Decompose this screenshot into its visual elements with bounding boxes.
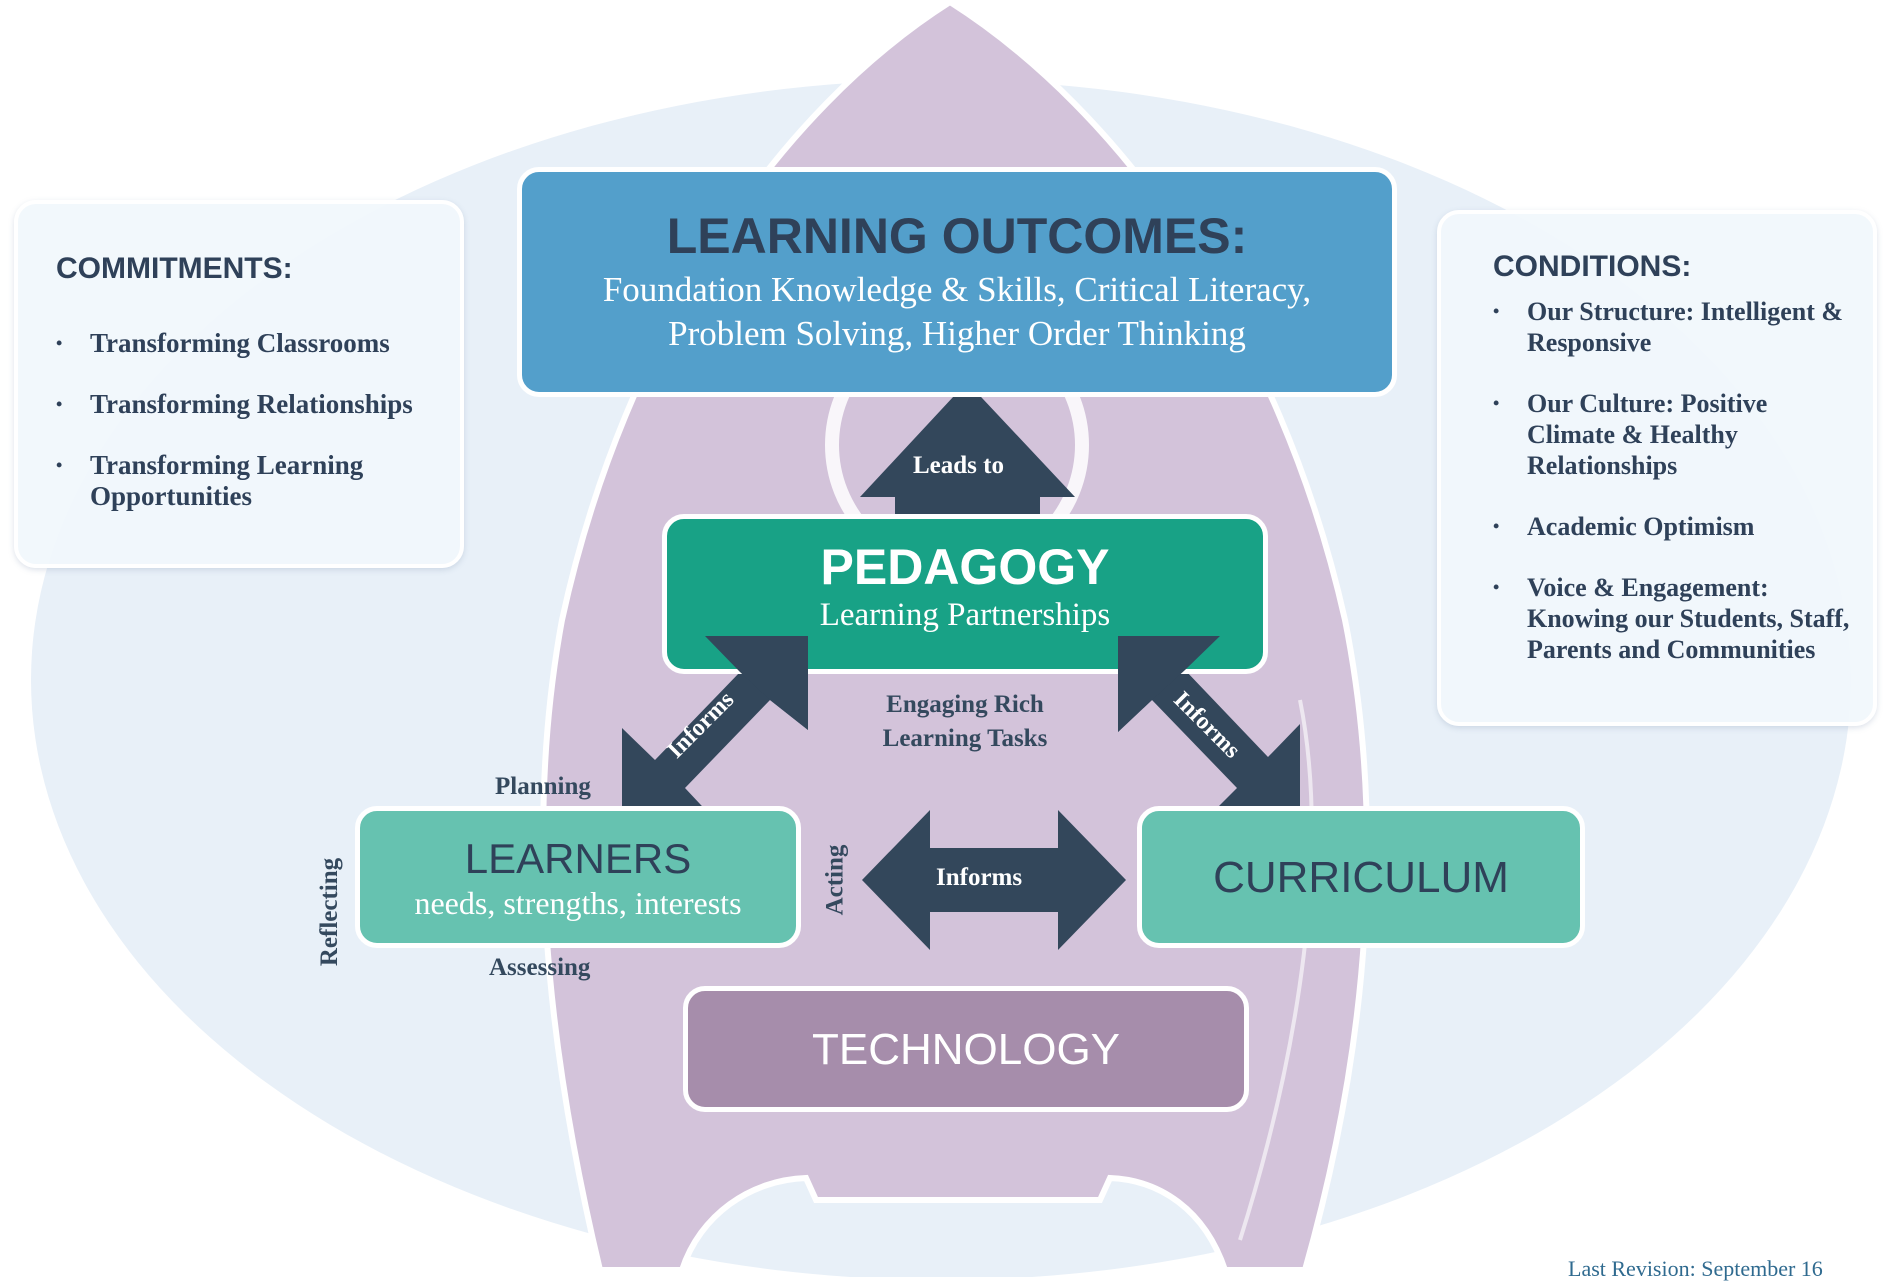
pedagogy-subtitle: Learning Partnerships (819, 597, 1111, 633)
conditions-list: Our Structure: Intelligent & Responsive … (1493, 296, 1853, 665)
commitment-item: Transforming Relationships (56, 389, 460, 420)
condition-item: Voice & Engagement: Knowing our Students… (1493, 572, 1853, 665)
learners-subtitle: needs, strengths, interests (414, 885, 742, 921)
conditions-title: CONDITIONS: (1493, 250, 1692, 283)
technology-title: TECHNOLOGY (811, 1025, 1121, 1074)
reflecting-label: Reflecting (316, 857, 344, 967)
informs-bottom-arrow (862, 810, 1126, 950)
learning-outcomes-line1: Foundation Knowledge & Skills, Critical … (602, 270, 1312, 309)
curriculum-title: CURRICULUM (1213, 853, 1509, 902)
conditions-panel: CONDITIONS: Our Structure: Intelligent &… (1437, 210, 1877, 726)
pedagogy-title: PEDAGOGY (820, 539, 1110, 595)
learners-title: LEARNERS (464, 835, 692, 882)
commitment-item: Transforming Learning Opportunities (56, 450, 410, 512)
revision-footer: Last Revision: September 16 (1568, 1256, 1823, 1281)
learning-outcomes-box: LEARNING OUTCOMES: Foundation Knowledge … (517, 167, 1397, 397)
assessing-label: Assessing (489, 954, 591, 981)
informs-bottom-label: Informs (936, 864, 1023, 891)
engaging-tasks-line1: Engaging Rich (886, 691, 1044, 718)
learning-outcomes-title: LEARNING OUTCOMES: (666, 208, 1248, 264)
pedagogy-box: PEDAGOGY Learning Partnerships (662, 514, 1268, 674)
acting-label: Acting (821, 844, 849, 916)
condition-item: Our Culture: Positive Climate & Healthy … (1493, 388, 1853, 481)
technology-box: TECHNOLOGY (683, 986, 1249, 1112)
learning-outcomes-line2: Problem Solving, Higher Order Thinking (668, 314, 1246, 353)
commitments-list: Transforming Classrooms Transforming Rel… (56, 328, 460, 512)
engaging-tasks-line2: Learning Tasks (882, 725, 1048, 752)
condition-item: Academic Optimism (1493, 511, 1853, 542)
commitments-title: COMMITMENTS: (56, 252, 293, 285)
planning-label: Planning (495, 773, 591, 800)
commitment-item: Transforming Classrooms (56, 328, 460, 359)
condition-item: Our Structure: Intelligent & Responsive (1493, 296, 1853, 358)
leads-to-label: Leads to (913, 452, 1004, 479)
curriculum-box: CURRICULUM (1137, 806, 1585, 948)
learners-box: LEARNERS needs, strengths, interests (355, 806, 801, 948)
engaging-tasks-label: Engaging Rich Learning Tasks (860, 688, 1070, 756)
rocket-highlight (1238, 699, 1314, 1241)
commitments-panel: COMMITMENTS: Transforming Classrooms Tra… (14, 200, 464, 568)
